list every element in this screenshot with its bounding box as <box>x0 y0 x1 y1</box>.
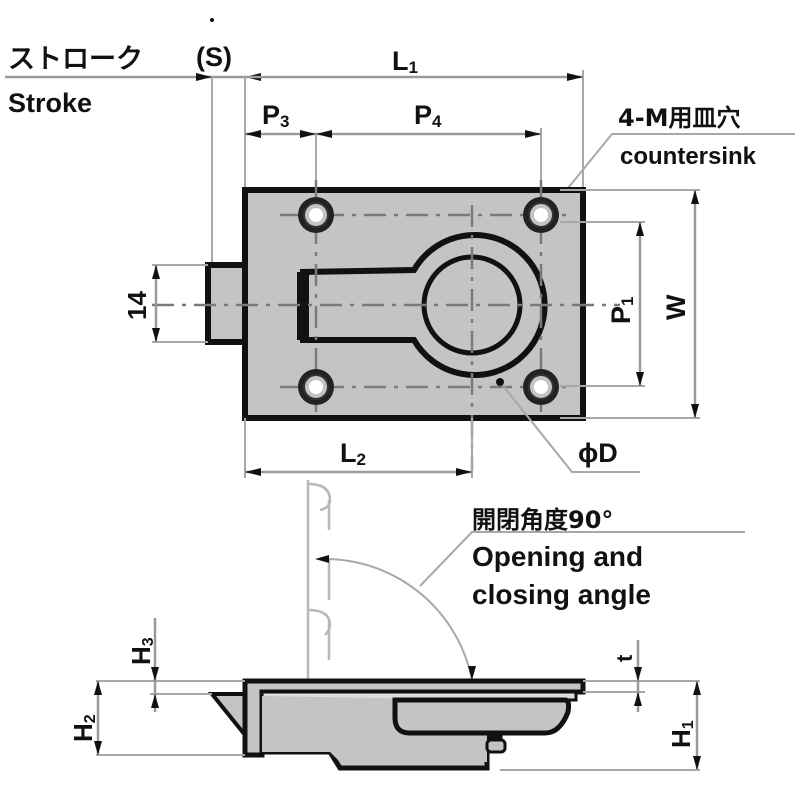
top-view <box>152 180 620 470</box>
stroke-label-en: Stroke <box>8 88 92 118</box>
bolt-height-dimension: 14 <box>122 264 208 343</box>
L2-label: L2 <box>340 438 366 469</box>
stroke-symbol-label: (S) <box>196 42 232 72</box>
H1-label: H1 <box>666 720 697 748</box>
P3-P4-dimension: P3 P4 <box>245 100 542 196</box>
latch-bolt <box>205 262 248 345</box>
t-label: t <box>612 654 637 662</box>
phiD-callout: ϕD <box>496 378 640 473</box>
stroke-label-jp: ストローク <box>8 44 143 75</box>
mounting-hole-tr <box>523 197 559 233</box>
bolt-height-label: 14 <box>122 291 152 320</box>
raised-ring-phantom <box>306 480 332 680</box>
countersink-label-en: countersink <box>620 143 757 170</box>
H2-label: H2 <box>68 714 99 742</box>
mounting-hole-bl <box>298 369 334 405</box>
stroke-label-group: ストローク (S) Stroke <box>8 18 232 118</box>
H3-label: H3 <box>126 637 157 665</box>
countersink-label-jp: 4-M用皿穴 <box>618 104 741 132</box>
L2-dimension: L2 <box>244 418 473 478</box>
phiD-label: ϕD <box>578 438 618 468</box>
angle-label-jp: 開閉角度90° <box>472 506 613 534</box>
P1-W-dimensions: P1 W <box>560 189 700 419</box>
angle-label-en-2: closing angle <box>472 579 651 610</box>
P1-label: P1 <box>606 297 637 324</box>
t-H1-dimensions: t H1 <box>500 640 701 771</box>
L1-dimension: L1 <box>245 46 584 190</box>
mounting-hole-tl <box>298 197 334 233</box>
H2-dimension: H2 <box>68 681 245 756</box>
stroke-dot <box>210 18 214 22</box>
angle-label-en-1: Opening and <box>472 541 643 572</box>
W-label: W <box>661 294 691 320</box>
countersink-callout: 4-M用皿穴 countersink <box>557 104 795 201</box>
angle-callout: 開閉角度90° Opening and closing angle <box>472 506 651 610</box>
mounting-hole-br <box>523 369 559 405</box>
opening-angle-arc <box>315 531 745 681</box>
L1-label: L1 <box>392 46 418 77</box>
H3-dimension: H3 <box>96 618 245 712</box>
side-view-body <box>207 678 586 771</box>
P3-label: P3 <box>262 100 289 131</box>
P4-label: P4 <box>414 100 442 131</box>
